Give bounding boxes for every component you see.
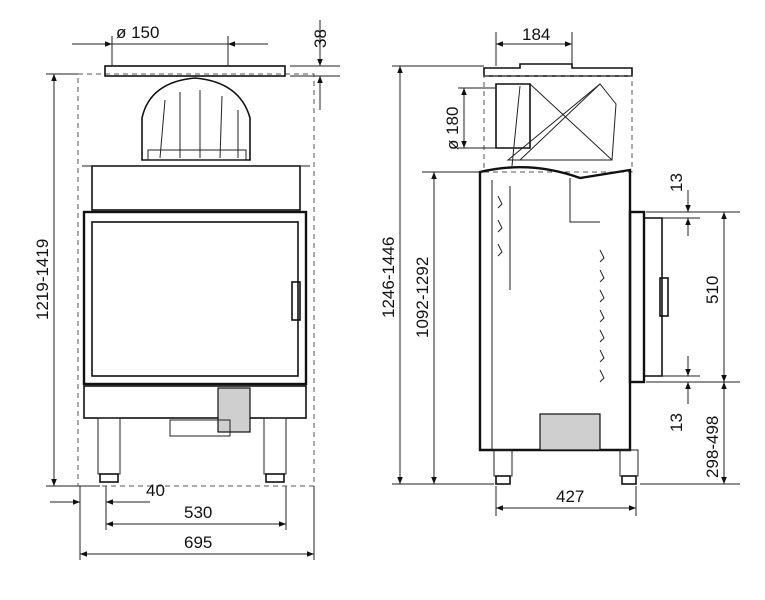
- dim-side-total-height: 1246-1446: [379, 65, 494, 485]
- side-ash-box: [539, 413, 601, 451]
- flue-offset-label: 184: [522, 25, 550, 44]
- side-flue-diameter-label: ø 180: [443, 107, 462, 150]
- top-gap-label: 13: [667, 173, 686, 192]
- foot-offset-label: 40: [146, 481, 165, 500]
- side-body: [478, 166, 632, 452]
- front-height-label: 1219-1419: [33, 239, 52, 320]
- top-offset-label: 38: [311, 29, 330, 48]
- front-door-frame: [82, 210, 308, 386]
- side-body-height-label: 1092-1292: [413, 257, 432, 338]
- dim-top-gap: 13: [646, 173, 740, 236]
- depth-label: 427: [556, 487, 584, 506]
- front-legs: [97, 417, 287, 483]
- dim-flue-diameter: ø 150: [72, 23, 268, 66]
- dim-door-height: 510: [646, 212, 740, 383]
- side-legs: [493, 449, 639, 485]
- dim-door-width: 530: [106, 486, 287, 530]
- front-view: ø 150 38 1219-1419 40: [33, 20, 340, 560]
- side-view: 184 ø 180 1246-1446 1092-1292: [379, 25, 740, 516]
- dim-top-offset: 38: [290, 20, 340, 110]
- dim-bottom-gap: 13: [646, 356, 700, 432]
- side-flue-box: [483, 63, 633, 77]
- side-baffles: [497, 195, 605, 383]
- front-flue-collar: [104, 65, 286, 77]
- front-base: [83, 385, 307, 419]
- bottom-gap-label: 13: [667, 413, 686, 432]
- dim-side-flue-diameter: ø 180: [443, 87, 496, 150]
- door-elevation-label: 298-498: [703, 416, 722, 478]
- dim-depth: 427: [495, 486, 637, 516]
- dim-front-height: 1219-1419: [33, 73, 100, 487]
- flue-diameter-label: ø 150: [116, 23, 159, 42]
- front-casing-outline: [77, 73, 315, 487]
- door-height-label: 510: [703, 276, 722, 304]
- side-door-panel: [628, 210, 646, 384]
- side-flue-collar: [495, 83, 531, 149]
- dim-side-body-height: 1092-1292: [413, 171, 480, 484]
- dim-total-width: 695: [80, 486, 315, 560]
- side-door-handle: [659, 277, 669, 317]
- side-total-height-label: 1246-1446: [379, 237, 398, 318]
- dim-foot-offset: 40: [50, 481, 165, 560]
- total-width-label: 695: [184, 533, 212, 552]
- front-upper-band: [91, 165, 301, 211]
- door-width-label: 530: [184, 503, 212, 522]
- dim-door-elevation: 298-498: [640, 382, 740, 485]
- door-handle: [291, 281, 301, 321]
- front-door-glass: [91, 221, 299, 377]
- dim-flue-offset: 184: [495, 25, 573, 66]
- smoke-hood: [141, 77, 251, 161]
